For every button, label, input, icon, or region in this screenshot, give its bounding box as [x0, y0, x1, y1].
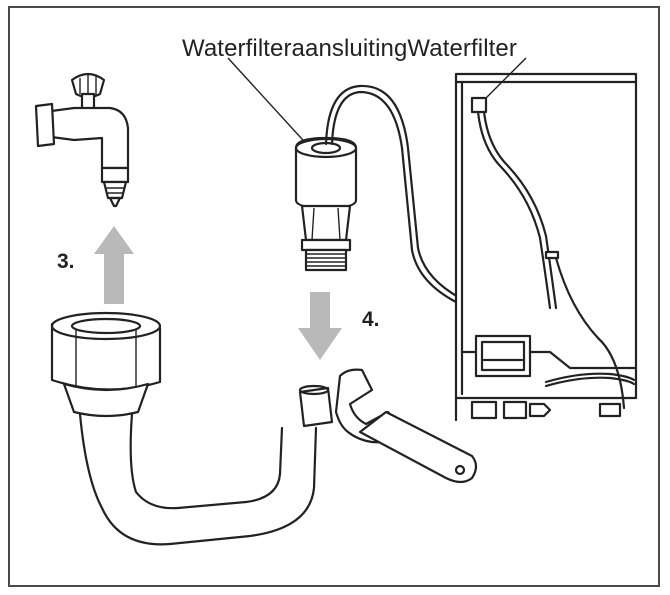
appliance-icon [454, 57, 638, 422]
inlet-hose-icon [50, 311, 334, 546]
diagram-frame: .ln { fill: none; stroke: #222; stroke-w… [8, 6, 660, 587]
wrench-icon [334, 368, 478, 484]
arrow-up-icon [94, 226, 134, 304]
water-filter-icon [294, 136, 358, 272]
arrow-down-icon [298, 292, 342, 360]
leader-line-filter [227, 57, 313, 151]
step-4-label: 4. [362, 308, 380, 331]
installation-illustration: .ln { fill: none; stroke: #222; stroke-w… [34, 57, 638, 546]
faucet-icon [34, 72, 130, 208]
water-filter-label: WaterfilteraansluitingWaterfilter [182, 35, 517, 62]
step-3-label: 3. [57, 250, 75, 273]
